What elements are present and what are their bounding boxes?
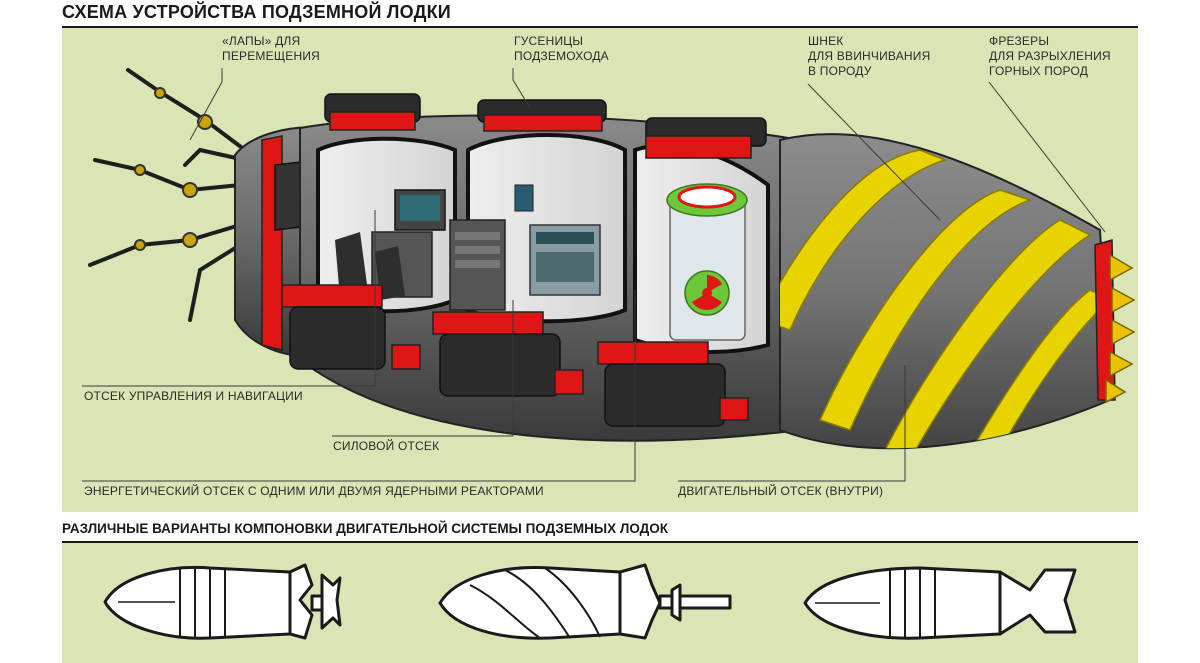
compartment-power bbox=[449, 133, 627, 324]
label-cutters-line3: ГОРНЫХ ПОРОД bbox=[989, 64, 1089, 78]
auger-spiral bbox=[780, 149, 1110, 449]
label-tracks: ГУСЕНИЦЫ ПОДЗЕМОХОДА bbox=[514, 34, 609, 64]
auger-cone bbox=[779, 133, 1116, 450]
label-auger: ШНЕК ДЛЯ ВВИНЧИВАНИЯ В ПОРОДУ bbox=[808, 34, 931, 79]
label-legs-line1: «ЛАПЫ» ДЛЯ bbox=[222, 34, 301, 48]
label-power-compartment: СИЛОВОЙ ОТСЕК bbox=[333, 439, 440, 453]
nuclear-reactor bbox=[666, 183, 748, 341]
label-auger-line2: ДЛЯ ВВИНЧИВАНИЯ bbox=[808, 49, 931, 63]
label-engine-compartment: ДВИГАТЕЛЬНЫЙ ОТСЕК (ВНУТРИ) bbox=[678, 484, 884, 498]
variant-propeller bbox=[103, 563, 342, 640]
variant-streamlined bbox=[803, 566, 1077, 640]
label-cutters-line1: ФРЕЗЕРЫ bbox=[989, 34, 1050, 48]
top-tracks bbox=[324, 93, 767, 159]
label-legs: «ЛАПЫ» ДЛЯ ПЕРЕМЕЩЕНИЯ bbox=[222, 34, 320, 64]
bottom-tracks bbox=[281, 284, 749, 427]
label-auger-line3: В ПОРОДУ bbox=[808, 64, 872, 78]
label-cutters-line2: ДЛЯ РАЗРЫХЛЕНИЯ bbox=[989, 49, 1111, 63]
page-title: СХЕМА УСТРОЙСТВА ПОДЗЕМНОЙ ЛОДКИ bbox=[62, 2, 451, 22]
label-auger-line1: ШНЕК bbox=[808, 34, 844, 48]
label-energy-compartment: ЭНЕРГЕТИЧЕСКИЙ ОТСЕК С ОДНИМ ИЛИ ДВУМЯ Я… bbox=[84, 484, 544, 498]
label-control-compartment: ОТСЕК УПРАВЛЕНИЯ И НАВИГАЦИИ bbox=[84, 389, 303, 403]
label-tracks-line1: ГУСЕНИЦЫ bbox=[514, 34, 584, 48]
leader-lines bbox=[82, 68, 1106, 482]
cutter-tips bbox=[1105, 253, 1136, 404]
variant-screw bbox=[438, 563, 732, 640]
title-divider bbox=[62, 26, 1138, 28]
rear-legs bbox=[88, 68, 247, 322]
variants-title: РАЗЛИЧНЫЕ ВАРИАНТЫ КОМПОНОВКИ ДВИГАТЕЛЬН… bbox=[62, 521, 668, 536]
compartment-control bbox=[316, 136, 457, 314]
label-cutters: ФРЕЗЕРЫ ДЛЯ РАЗРЫХЛЕНИЯ ГОРНЫХ ПОРОД bbox=[989, 34, 1111, 79]
label-legs-line2: ПЕРЕМЕЩЕНИЯ bbox=[222, 49, 321, 63]
label-tracks-line2: ПОДЗЕМОХОДА bbox=[514, 49, 609, 63]
variants-divider bbox=[62, 541, 1138, 543]
